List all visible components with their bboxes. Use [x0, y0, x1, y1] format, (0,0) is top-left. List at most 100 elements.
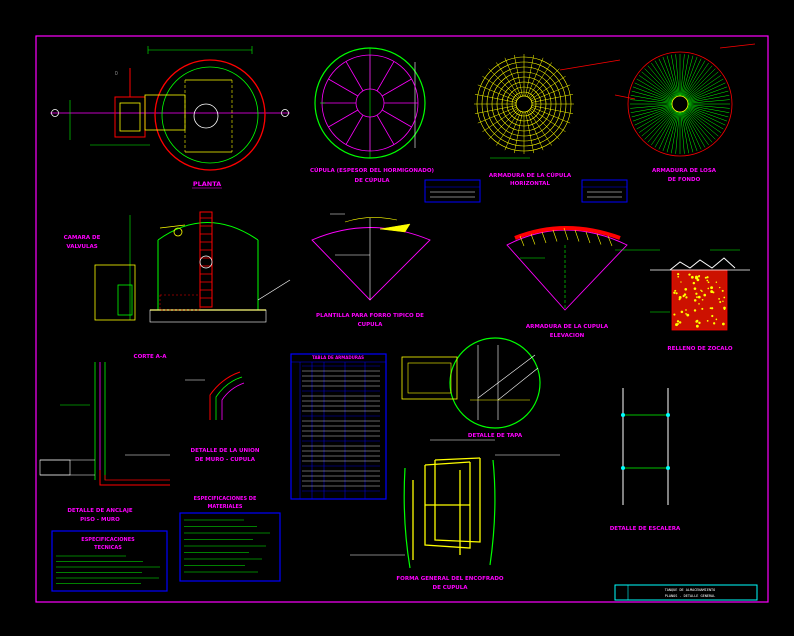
tabla-armaduras-box	[290, 353, 387, 500]
aggregate-dot	[723, 296, 726, 299]
detalle-union-title-line1: DETALLE DE LA UNION	[191, 448, 260, 454]
losa-ray	[644, 68, 675, 99]
aggregate-dot	[707, 281, 710, 284]
armadura-elevacion-title-line1: ARMADURA DE LA CUPULA	[526, 324, 609, 330]
aggregate-dot	[701, 290, 703, 292]
aggregate-dot	[695, 292, 698, 295]
aggregate-dot	[694, 275, 698, 279]
losa-ray	[687, 99, 730, 104]
losa-ray	[641, 71, 675, 100]
tapa-view	[401, 337, 541, 429]
losa-ray	[662, 111, 678, 152]
losa-ray	[651, 62, 676, 98]
aggregate-dot	[692, 281, 696, 285]
small-table-2	[581, 179, 628, 203]
escalera-title: DETALLE DE ESCALERA	[610, 526, 681, 532]
aggregate-dot	[710, 307, 714, 310]
aggregate-dot	[706, 279, 709, 282]
dome-bar	[596, 233, 602, 245]
rebar-ray	[474, 94, 517, 103]
losa-ray	[683, 110, 706, 148]
planta-title: PLANTA	[193, 180, 221, 188]
aggregate-dot	[677, 323, 679, 325]
especificaciones-materiales-box	[179, 512, 281, 582]
losa-ray	[647, 65, 676, 99]
losa-ray	[636, 78, 674, 101]
losa-ray	[687, 105, 730, 113]
aggregate-dot	[685, 296, 688, 299]
aggregate-dot	[674, 289, 677, 292]
forma-title-line2: DE CUPULA	[433, 585, 469, 591]
losa-ray	[685, 68, 716, 99]
losa-ray	[681, 55, 694, 97]
losa-ray	[684, 109, 713, 143]
aggregate-dot	[693, 299, 697, 302]
armadura-elevacion-view	[506, 226, 660, 311]
relleno-zocalo-view	[650, 249, 750, 331]
detalle-anclaje-title-line1: DETALLE DE ANCLAJE	[67, 508, 133, 514]
losa-ray	[666, 111, 679, 153]
losa-ray	[636, 107, 674, 130]
dome-bar	[552, 229, 558, 242]
aggregate-dot	[678, 298, 681, 301]
detalle-union-title-line2: DE MURO - CUPULA	[195, 457, 256, 463]
petal-line	[345, 61, 364, 92]
dome-bar	[519, 235, 525, 247]
especificaciones-tecnicas-title-line1: ESPECIFICACIONES	[81, 537, 135, 543]
losa-ray	[685, 108, 719, 137]
losa-ray	[687, 107, 726, 126]
rebar-ray	[474, 105, 517, 114]
rebar-ray	[528, 62, 552, 98]
losa-ray	[658, 111, 677, 150]
camara-title-line1: CAMARA DE	[64, 235, 101, 241]
aggregate-dot	[673, 313, 676, 316]
cupula-top-view	[314, 47, 426, 159]
detalle-anclaje-title-line2: PISO - MURO	[80, 517, 120, 523]
losa-ray	[683, 111, 702, 150]
losa-ray	[686, 75, 722, 100]
especificaciones-materiales-title-line2: MATERIALES	[207, 504, 242, 510]
aggregate-dot	[676, 320, 680, 323]
rebar-ray	[504, 111, 522, 151]
losa-ray	[631, 90, 673, 103]
losa-ray	[654, 60, 677, 98]
corte-title: CORTE A-A	[134, 354, 168, 360]
losa-ray	[682, 111, 698, 152]
losa-ray	[651, 110, 676, 146]
aggregate-dot	[673, 291, 676, 294]
aggregate-dot	[718, 297, 720, 300]
losa-ray	[687, 86, 728, 102]
losa-ray	[631, 105, 673, 118]
armadura-losa-plan	[614, 43, 756, 157]
aggregate-dot	[696, 278, 700, 282]
especificaciones-tecnicas-box	[51, 530, 168, 592]
rebar-ray	[525, 111, 534, 154]
aggregate-dot	[685, 313, 687, 315]
aggregate-dot	[683, 293, 687, 296]
aggregate-dot	[698, 321, 701, 325]
forma-title-line1: FORMA GENERAL DEL ENCOFRADO	[396, 576, 503, 582]
losa-ray	[681, 111, 689, 154]
aggregate-dot	[675, 292, 678, 295]
losa-ray	[647, 109, 676, 143]
dome-bar	[585, 231, 591, 244]
losa-ray	[686, 108, 722, 133]
rebar-ray	[482, 108, 518, 132]
aggregate-dot	[703, 293, 707, 297]
aggregate-dot	[721, 322, 725, 326]
rebar-ray	[514, 54, 523, 97]
plantilla-view	[311, 213, 431, 301]
svg-text:□: □	[115, 70, 118, 75]
rebar-ray	[525, 54, 534, 97]
losa-ray	[675, 111, 680, 154]
rebar-ray	[531, 106, 571, 124]
petal-line	[381, 109, 412, 128]
aggregate-dot	[723, 306, 726, 310]
rebar-ray	[528, 110, 552, 146]
plantilla-title-line2: CUPULA	[358, 322, 384, 328]
losa-ray	[683, 60, 706, 98]
losa-ray	[686, 78, 724, 101]
losa-ray	[632, 86, 673, 102]
cupula-title-line1: CÚPULA (ESPESOR DEL HORMIGONADO)	[310, 167, 435, 174]
